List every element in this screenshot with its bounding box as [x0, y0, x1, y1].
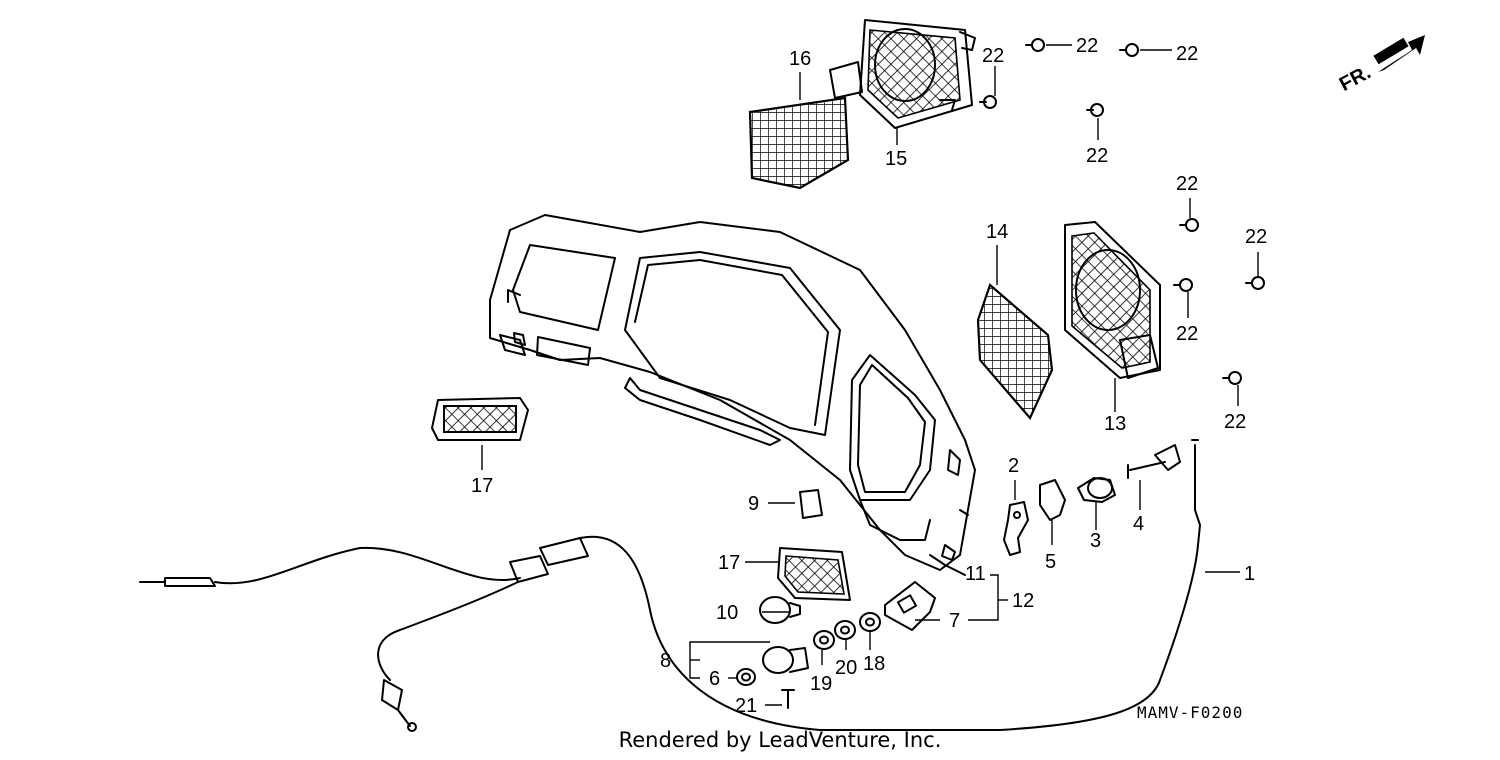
cable-end-4	[1127, 444, 1181, 479]
callout-13: 13	[1104, 413, 1126, 435]
callout-22-g: 22	[1176, 323, 1198, 345]
callout-22-h: 22	[1224, 411, 1246, 433]
callout-12: 12	[1012, 590, 1034, 612]
callout-14: 14	[986, 221, 1008, 243]
knob-10	[759, 596, 801, 624]
callout-19: 19	[810, 673, 832, 695]
cable-long-left	[139, 535, 821, 732]
callout-17-upper: 17	[471, 475, 493, 497]
knob-8	[762, 646, 809, 674]
screw-icon	[1245, 276, 1265, 290]
callout-20: 20	[835, 657, 857, 679]
front-direction-arrow-icon: FR.	[1336, 35, 1425, 96]
callout-22-f: 22	[1245, 226, 1267, 248]
rendered-by-footer: Rendered by LeadVenture, Inc.	[618, 728, 942, 752]
bolt-21	[781, 689, 795, 709]
air-vent-upper	[431, 397, 529, 441]
callout-17-lower: 17	[718, 552, 740, 574]
screw-icon	[1025, 38, 1045, 52]
callout-22-d: 22	[1086, 145, 1108, 167]
callout-labels: 1 2 3 4 5 6 7 8 9 10 11 12 13 14 15 16 1…	[471, 35, 1267, 717]
screw-icon	[1179, 218, 1199, 232]
diagram-part-code: MAMV-F0200	[1137, 703, 1243, 722]
clip-5	[1039, 479, 1066, 521]
callout-2: 2	[1008, 455, 1019, 477]
callout-8: 8	[660, 650, 671, 672]
plate-7	[884, 581, 936, 631]
front-direction-label: FR.	[1336, 61, 1375, 96]
cap-9	[799, 489, 823, 519]
callout-4: 4	[1133, 513, 1144, 535]
vent-17-lower	[777, 547, 851, 601]
callout-10: 10	[716, 602, 738, 624]
callout-9: 9	[748, 493, 759, 515]
callout-16: 16	[789, 48, 811, 70]
callout-6: 6	[709, 668, 720, 690]
screw-icon	[1173, 278, 1193, 292]
callout-22-e: 22	[1176, 173, 1198, 195]
speaker-housing-13	[1064, 221, 1161, 379]
callout-3: 3	[1090, 530, 1101, 552]
screw-icon	[1222, 371, 1242, 385]
speaker-mesh-grille-14	[976, 283, 1054, 421]
dashboard-cowl	[489, 214, 976, 576]
leader-lines	[481, 44, 1259, 706]
screw-icon	[1086, 103, 1104, 117]
callout-11: 11	[965, 563, 986, 585]
speaker-mesh-grille-16	[748, 96, 850, 190]
cable-1	[819, 439, 1201, 731]
callout-22-a: 22	[982, 45, 1004, 67]
screw-22-icons	[979, 38, 1265, 385]
callout-22-b: 22	[1076, 35, 1098, 57]
bracket-2	[1003, 501, 1029, 556]
screw-icon	[1119, 43, 1139, 57]
callout-18: 18	[863, 653, 885, 675]
callout-15: 15	[885, 148, 907, 170]
nut-19	[813, 630, 835, 650]
callout-5: 5	[1045, 551, 1056, 573]
washer-20	[834, 620, 856, 640]
callout-21: 21	[735, 695, 757, 717]
callout-7: 7	[949, 610, 960, 632]
washer-6	[736, 668, 756, 686]
callout-1: 1	[1244, 563, 1255, 585]
speaker-housing-15	[829, 19, 976, 129]
callout-22-c: 22	[1176, 43, 1198, 65]
washer-18	[859, 612, 881, 632]
switch-knob-3	[1077, 477, 1116, 503]
screw-icon	[979, 95, 997, 109]
